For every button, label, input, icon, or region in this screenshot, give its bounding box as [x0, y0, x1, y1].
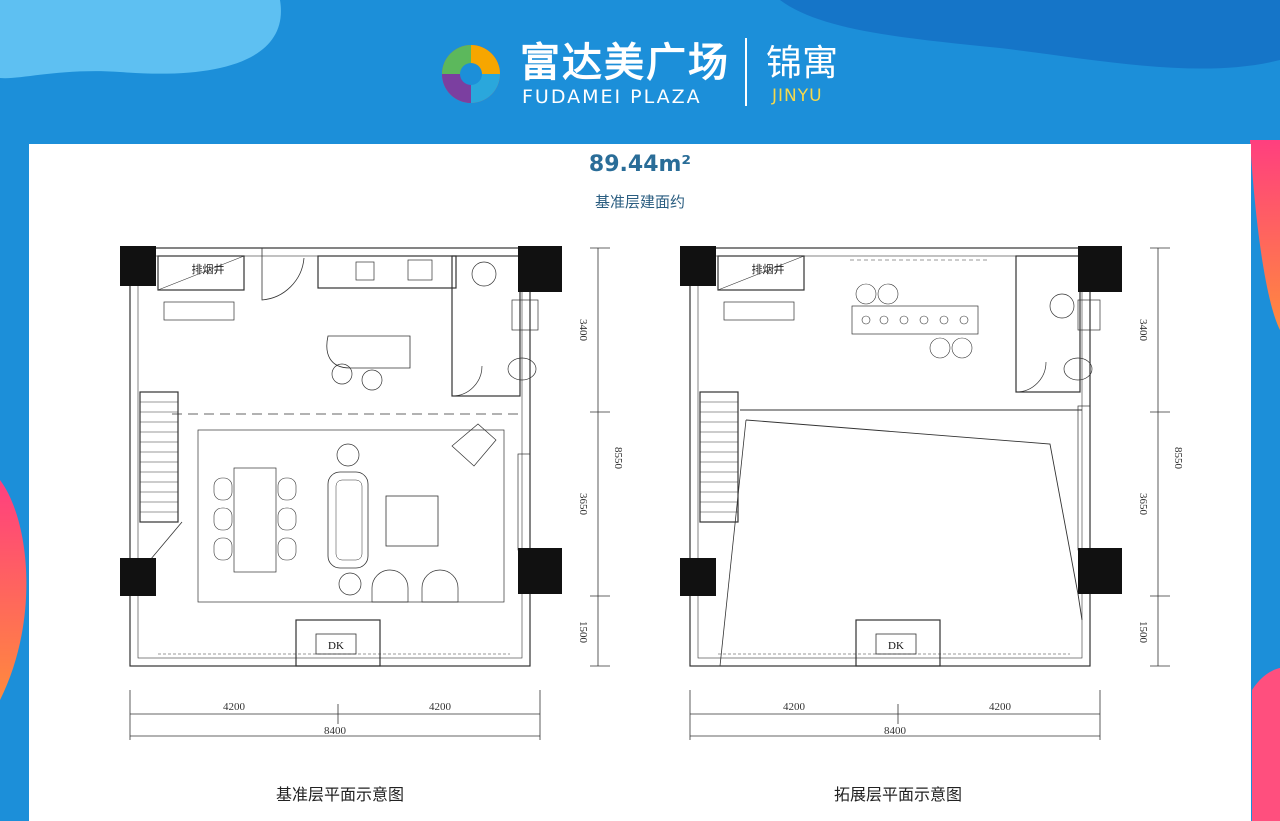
dim-v3: 1500 [1137, 621, 1149, 644]
dk-label: DK [888, 640, 904, 652]
dk-label: DK [328, 640, 344, 652]
dim-total: 8400 [324, 725, 347, 737]
brand-divider [745, 38, 747, 106]
dim-left: 4200 [783, 701, 806, 713]
sub-brand-en: JINYU [772, 86, 823, 106]
sub-brand-cn: 锦寓 [766, 43, 839, 84]
shaft-label: 排烟井 [192, 262, 225, 276]
caption-standard-floor: 基准层平面示意图 [276, 785, 405, 804]
dim-left: 4200 [223, 701, 246, 713]
brand-name-en: FUDAMEI PLAZA [522, 86, 702, 108]
dim-v2: 3650 [577, 493, 589, 516]
dim-vtotal: 8550 [612, 447, 624, 470]
header: 富达美广场 FUDAMEI PLAZA 锦寓 JINYU [0, 0, 1280, 140]
dim-v1: 3400 [1137, 319, 1149, 342]
dim-total: 8400 [884, 725, 907, 737]
brand-logo-icon [442, 45, 500, 103]
content-panel [29, 144, 1251, 821]
dim-right: 4200 [429, 701, 452, 713]
floor-plan-standard: 排烟井 DK 3400 3650 1500 8550 4200 4200 840… [120, 246, 624, 740]
dim-v1: 3400 [577, 319, 589, 342]
dim-v2: 3650 [1137, 493, 1149, 516]
area-value: 89.44m² [588, 152, 692, 177]
shaft-label: 排烟井 [752, 262, 785, 276]
dim-vtotal: 8550 [1172, 447, 1184, 470]
floor-plan-extended: 排烟井 DK 3400 3650 1500 8550 4200 4200 840… [680, 246, 1184, 740]
area-label: 基准层建面约 [594, 193, 685, 211]
caption-extended-floor: 拓展层平面示意图 [834, 785, 963, 804]
dim-right: 4200 [989, 701, 1012, 713]
brand-name-cn: 富达美广场 [520, 40, 730, 86]
dim-v3: 1500 [577, 621, 589, 644]
